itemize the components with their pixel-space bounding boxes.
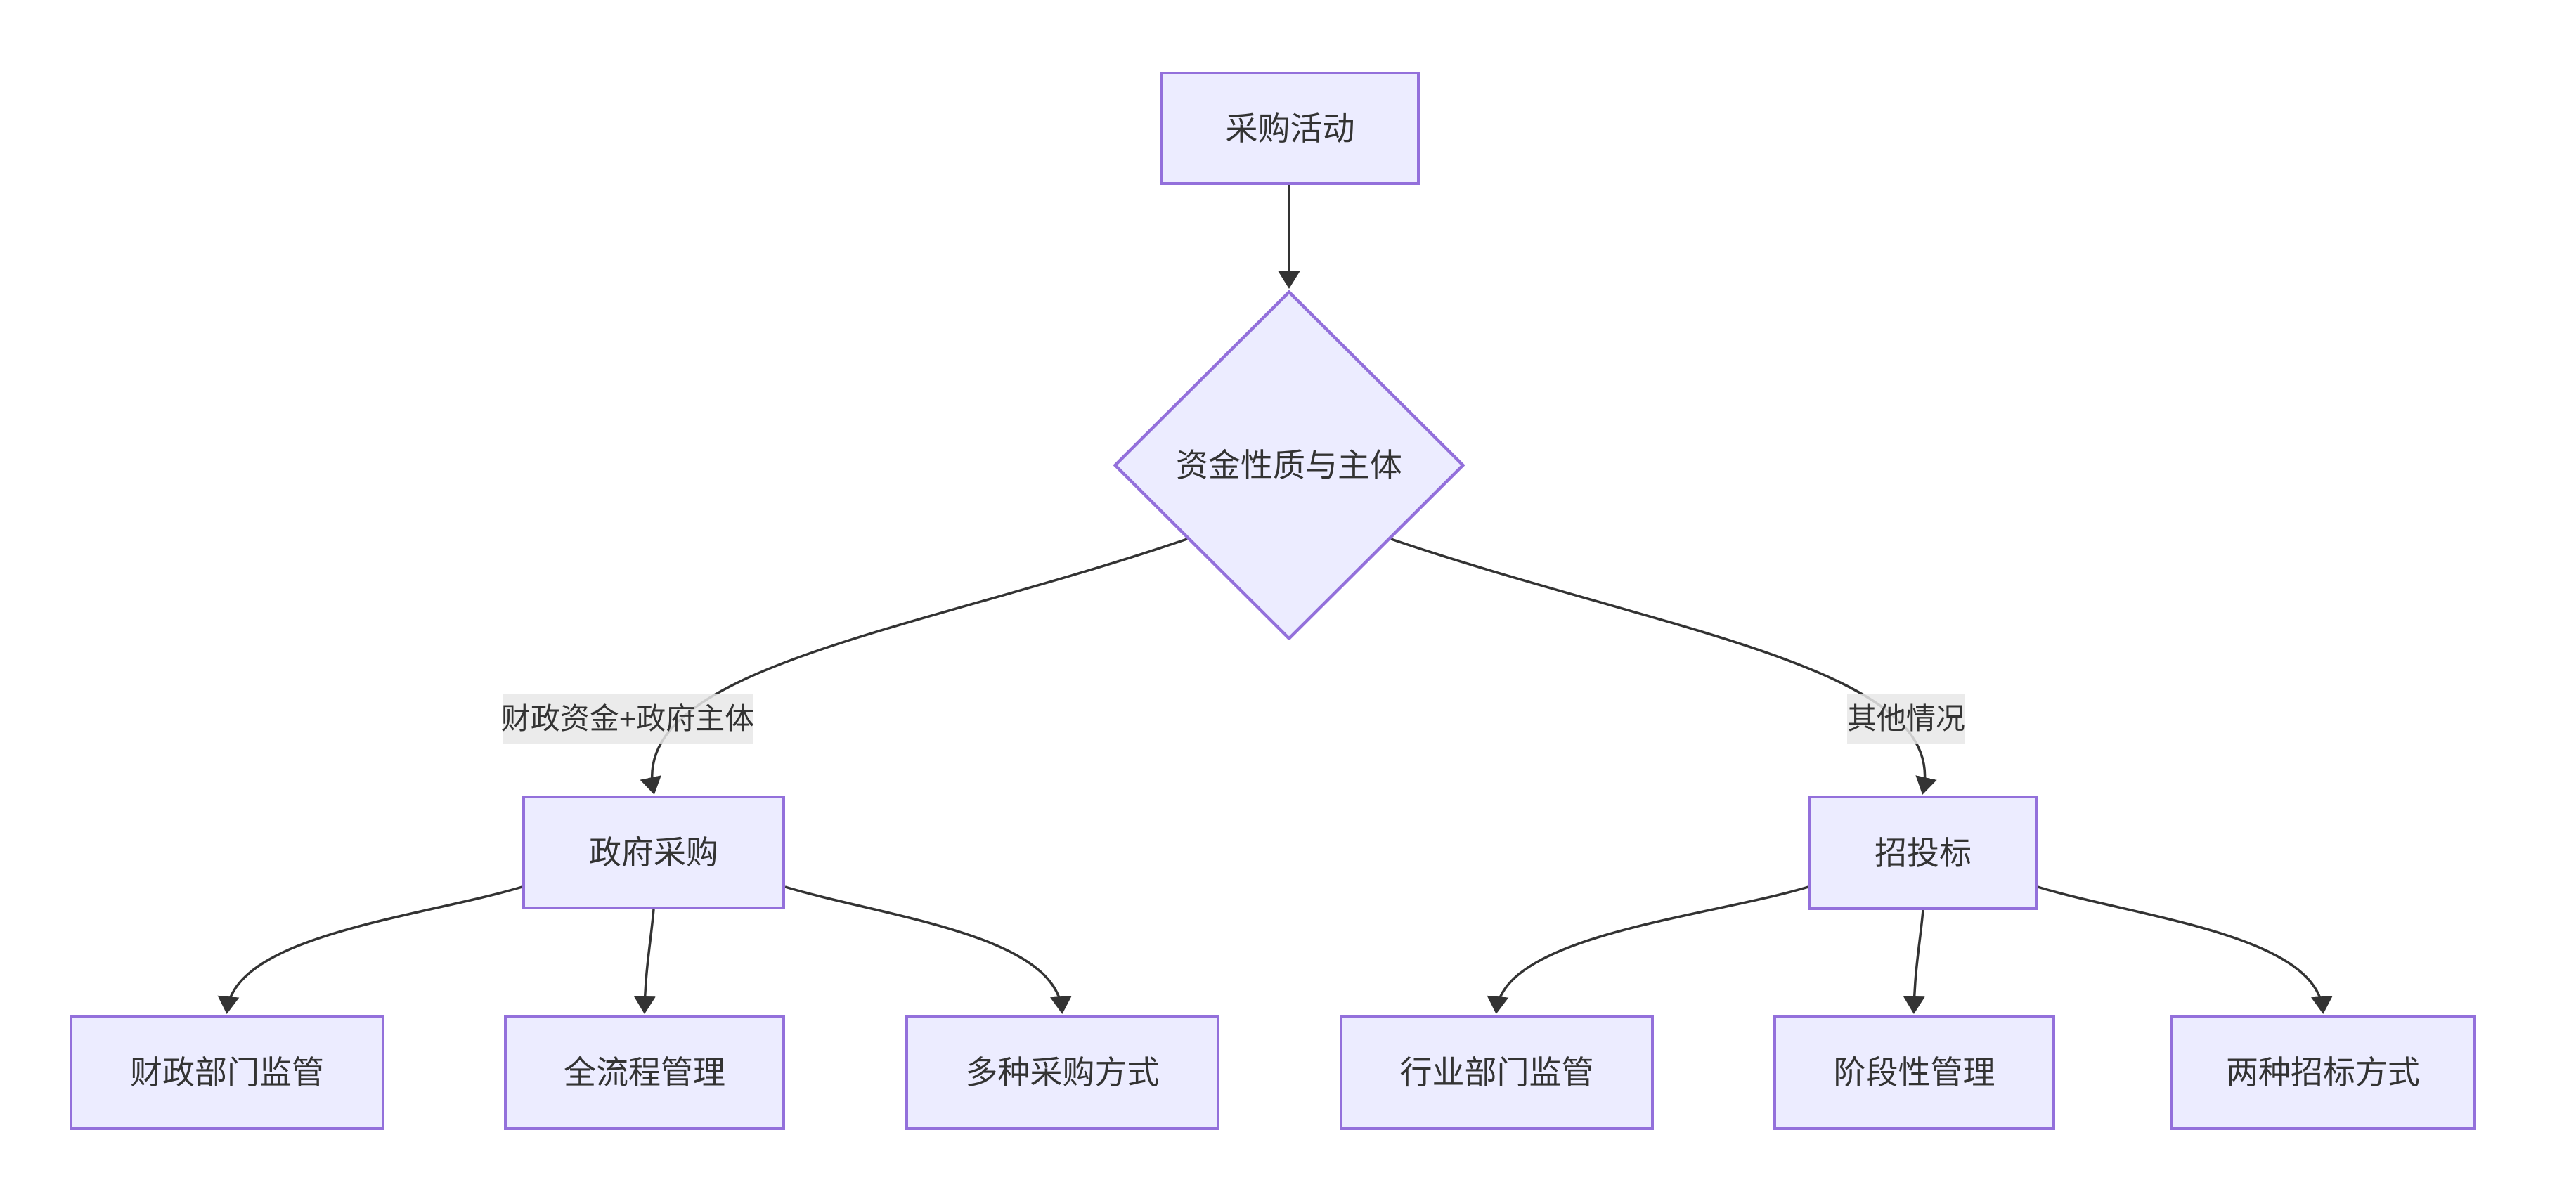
edge-B-C <box>640 538 1188 795</box>
node-label: 采购活动 <box>1225 110 1355 147</box>
node-government-procurement: 政府采购 <box>522 796 785 909</box>
node-label: 阶段性管理 <box>1833 1054 1995 1091</box>
node-label: 招投标 <box>1875 834 1972 871</box>
node-procurement-activity: 采购活动 <box>1160 72 1420 185</box>
edge-D-I <box>1903 909 1925 1014</box>
edge-C-F <box>633 909 656 1014</box>
node-stage-management: 阶段性管理 <box>1773 1015 2055 1130</box>
node-label: 财政部门监管 <box>130 1054 324 1091</box>
node-finance-dept-supervision: 财政部门监管 <box>70 1015 384 1130</box>
edge-B-D <box>1390 538 1937 795</box>
node-industry-dept-supervision: 行业部门监管 <box>1340 1015 1654 1130</box>
edge-D-H <box>1487 885 1809 1014</box>
node-two-bidding-methods: 两种招标方式 <box>2170 1015 2476 1130</box>
node-label: 多种采购方式 <box>965 1054 1160 1091</box>
node-decision-fund-nature: 资金性质与主体 <box>1113 290 1465 640</box>
diamond-shape <box>1113 290 1465 640</box>
node-label: 政府采购 <box>589 834 718 871</box>
edge-label-fiscal-funds-government: 财政资金+政府主体 <box>501 694 754 744</box>
node-full-process-management: 全流程管理 <box>504 1015 785 1130</box>
node-label: 全流程管理 <box>564 1054 725 1091</box>
node-label: 两种招标方式 <box>2226 1054 2420 1091</box>
edge-label-other-cases: 其他情况 <box>1847 694 1965 744</box>
node-bidding: 招投标 <box>1808 796 2038 910</box>
edge-C-G <box>784 885 1072 1014</box>
node-decision-label: 资金性质与主体 <box>1176 447 1402 483</box>
node-label: 行业部门监管 <box>1399 1054 1594 1091</box>
edge-D-J <box>2037 885 2333 1014</box>
node-multiple-procurement-methods: 多种采购方式 <box>905 1015 1219 1130</box>
edge-C-E <box>217 885 523 1014</box>
